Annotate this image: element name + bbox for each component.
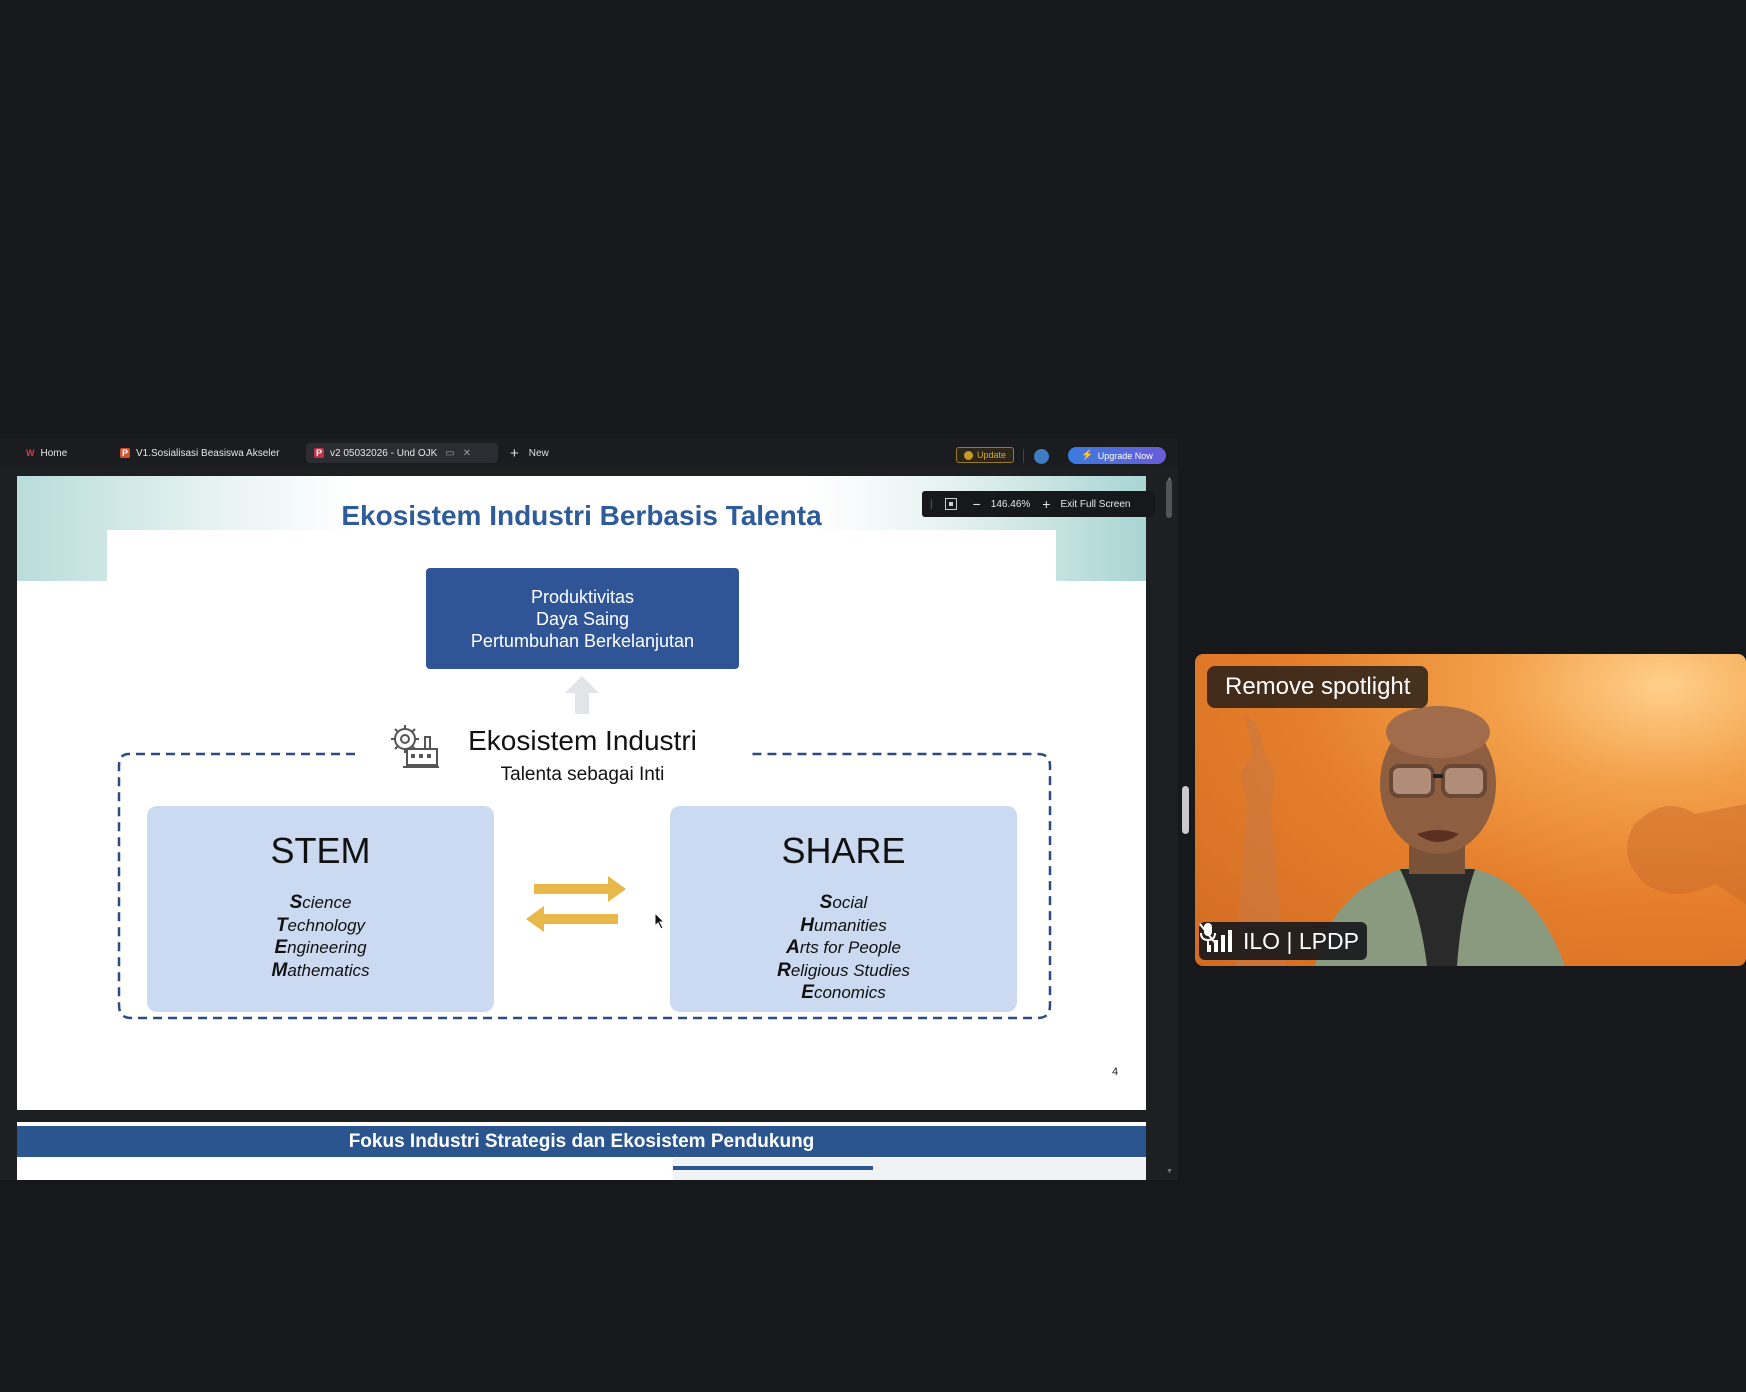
item-initial: H — [800, 914, 814, 936]
stem-title: STEM — [270, 830, 371, 871]
outcome-item: Produktivitas — [530, 586, 635, 607]
scroll-up-icon[interactable]: ▲ — [1166, 476, 1173, 483]
update-button[interactable]: Update — [956, 447, 1014, 463]
zoom-in-button[interactable]: + — [1042, 496, 1051, 512]
next-slide-preview: Fokus Industri Strategis dan Ekosistem P… — [17, 1122, 1146, 1180]
item-rest: conomics — [813, 983, 886, 1002]
outcome-item: Daya Saing — [535, 608, 630, 629]
muted-mic-icon — [1199, 923, 1217, 945]
item-initial: R — [777, 959, 791, 981]
participant-video-tile[interactable]: Remove spotlight ILO | LPDP — [1195, 654, 1746, 966]
factory-gear-icon — [391, 725, 439, 768]
participant-name: ILO | LPDP — [1243, 927, 1359, 954]
stem-item: Mathematics — [147, 960, 494, 983]
item-initial: T — [275, 914, 288, 936]
ecosystem-title: Ekosistem Industri — [468, 725, 697, 756]
exchange-arrows-icon — [526, 876, 626, 932]
lightning-icon: ⚡ — [1081, 450, 1094, 461]
tab-v2-presentation[interactable]: P v2 05032026 - Und OJK ▭ ✕ — [306, 443, 498, 463]
stem-item: Engineering — [147, 937, 494, 960]
slide-scrollbar[interactable] — [1166, 480, 1172, 518]
shared-screen: W Home P V1.Sosialisasi Beasiswa Akseler… — [0, 438, 1178, 1180]
update-label: Update — [976, 450, 1007, 460]
item-initial: A — [786, 937, 800, 958]
new-tab-button[interactable]: + New — [510, 443, 549, 463]
upgrade-now-button[interactable]: ⚡ Upgrade Now — [1068, 447, 1166, 464]
share-item: Economics — [670, 982, 1017, 1005]
item-rest: cience — [302, 893, 352, 912]
participant-video-frame — [1235, 706, 1746, 966]
pdf-icon: P — [314, 448, 324, 458]
update-icon — [963, 450, 973, 460]
zoom-out-button[interactable]: − — [972, 496, 981, 512]
stem-item: Technology — [147, 915, 494, 938]
share-title: SHARE — [781, 830, 906, 871]
toolbar-divider: | — [930, 498, 933, 510]
toolbar-divider — [1023, 449, 1024, 463]
current-slide: Ekosistem Industri Berbasis Talenta Prod… — [17, 476, 1146, 1110]
tab-home-label: Home — [40, 447, 68, 459]
fit-screen-icon[interactable] — [944, 498, 957, 510]
participant-name-tag: ILO | LPDP — [1199, 922, 1367, 960]
share-item: Arts for People — [670, 937, 1017, 960]
signal-strength-icon — [1207, 930, 1235, 952]
close-tab-icon[interactable]: ✕ — [462, 447, 472, 459]
scroll-down-icon[interactable]: ▼ — [1166, 1168, 1173, 1175]
next-slide-bar — [673, 1166, 873, 1170]
tab-v1-presentation[interactable]: P V1.Sosialisasi Beasiswa Akseler — [112, 443, 300, 463]
wps-logo-icon: W — [26, 448, 35, 458]
item-initial: M — [271, 959, 288, 981]
presentation-icon: P — [120, 448, 130, 458]
exit-full-screen-button[interactable]: Exit Full Screen — [1060, 498, 1131, 510]
share-panel: SHARE Social Humanities Arts for People … — [670, 806, 1017, 1012]
upgrade-label: Upgrade Now — [1097, 450, 1153, 461]
zoom-level: 146.46% — [990, 498, 1031, 510]
next-slide-title: Fokus Industri Strategis dan Ekosistem P… — [17, 1126, 1146, 1157]
item-initial: E — [801, 982, 814, 1003]
item-rest: rts for People — [799, 938, 901, 957]
item-rest: athematics — [287, 960, 370, 980]
tab-v2-label: v2 05032026 - Und OJK — [330, 447, 438, 459]
tab-v1-label: V1.Sosialisasi Beasiswa Akseler — [136, 447, 280, 459]
monitor-icon[interactable]: ▭ — [445, 447, 455, 459]
zoom-toolbar: | − 146.46% + Exit Full Screen — [922, 491, 1155, 517]
up-arrow-icon — [565, 676, 599, 714]
avatar[interactable] — [1034, 449, 1049, 464]
item-initial: S — [289, 892, 303, 913]
slide-page-number: 4 — [1112, 1066, 1119, 1078]
tab-home[interactable]: W Home — [18, 443, 106, 463]
gallery-scrollbar[interactable] — [1182, 786, 1189, 834]
share-item: Religious Studies — [670, 960, 1017, 983]
item-rest: ngineering — [287, 938, 367, 957]
item-rest: eligious Studies — [790, 960, 910, 980]
item-initial: E — [274, 937, 288, 958]
next-slide-content — [673, 1158, 1146, 1180]
mouse-cursor-icon — [654, 912, 666, 930]
ecosystem-dashed-frame — [117, 752, 1052, 1020]
new-tab-label: New — [528, 447, 549, 459]
ecosystem-subtitle: Talenta sebagai Inti — [500, 764, 665, 785]
item-rest: ocial — [832, 893, 868, 912]
share-item: Humanities — [670, 915, 1017, 938]
slide-viewport: Ekosistem Industri Berbasis Talenta Prod… — [0, 468, 1178, 1180]
item-initial: S — [819, 892, 833, 913]
outcome-item: Pertumbuhan Berkelanjutan — [470, 630, 695, 651]
outcomes-box: Produktivitas Daya Saing Pertumbuhan Ber… — [426, 568, 739, 669]
plus-icon: + — [510, 444, 519, 462]
stem-panel: STEM Science Technology Engineering Math… — [147, 806, 494, 1012]
share-item: Social — [670, 892, 1017, 915]
app-tab-bar: W Home P V1.Sosialisasi Beasiswa Akseler… — [0, 438, 1178, 468]
item-rest: echnology — [287, 915, 366, 935]
item-rest: umanities — [813, 915, 887, 935]
stem-item: Science — [147, 892, 494, 915]
slide-title: Ekosistem Industri Berbasis Talenta — [341, 500, 822, 531]
remove-spotlight-button[interactable]: Remove spotlight — [1207, 666, 1429, 708]
